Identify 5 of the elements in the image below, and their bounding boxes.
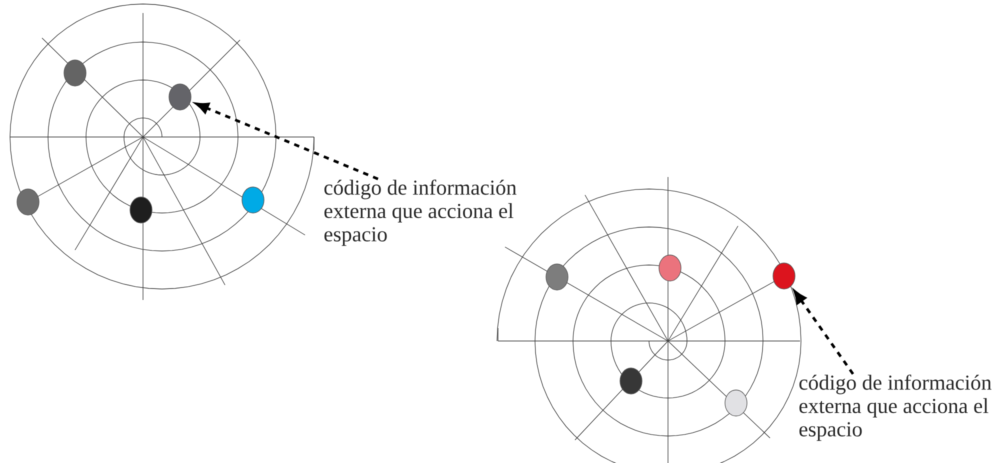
arrow <box>794 290 854 375</box>
dot <box>772 262 796 290</box>
annotation-text: código de información externa que acciona el espacio <box>324 180 516 246</box>
dot <box>168 84 192 110</box>
annotation-text: código de información externa que acciona el espacio <box>799 374 992 441</box>
